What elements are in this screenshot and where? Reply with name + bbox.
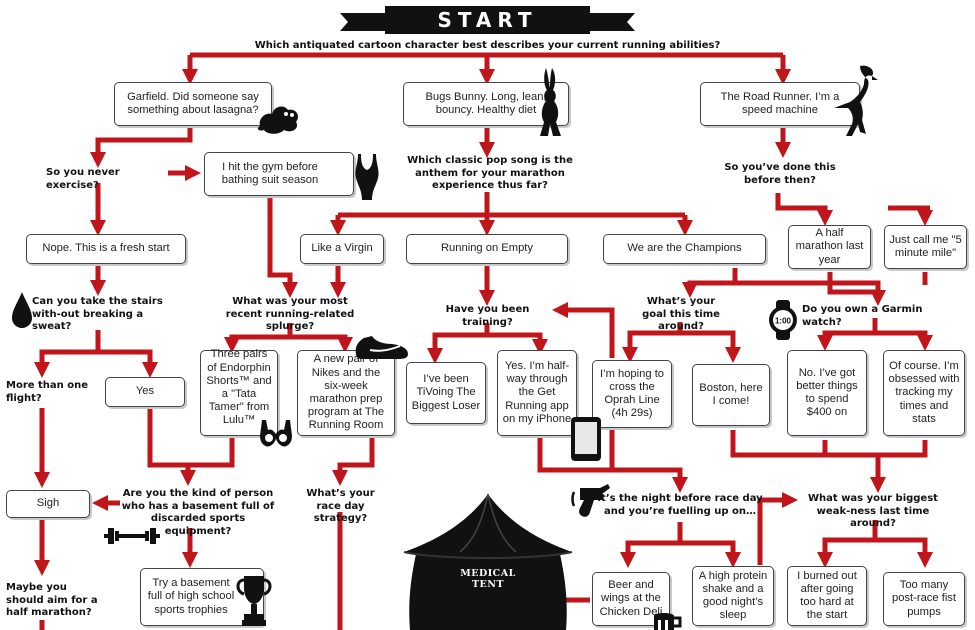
garfield-icon	[257, 106, 299, 134]
answer-half-marathon-last-year: A half marathon last year	[788, 225, 871, 269]
question-half-marathon: Maybe you should aim for a half marathon…	[6, 582, 98, 618]
question-more-than-one-flight: More than one flight?	[6, 380, 89, 404]
question-basement: Are you the kind of person who has a bas…	[121, 488, 275, 537]
bra-icon	[260, 420, 292, 447]
answer-halfway: Yes. I’m half-way through the Get Runnin…	[497, 350, 577, 436]
question-splurge: What was your most recent running-relate…	[225, 296, 355, 332]
start-banner: START	[385, 6, 590, 34]
answer-we-are-the-champions: We are the Champions	[603, 234, 766, 264]
answer-bugs-bunny: Bugs Bunny. Long, lean, bouncy. Healthy …	[403, 82, 569, 126]
answer-five-minute-mile: Just call me "5 minute mile"	[884, 225, 967, 269]
question-night-before: It’s the night before race day and you’r…	[597, 493, 763, 517]
question-done-before: So you’ve done this before then?	[724, 162, 836, 186]
fuel-nozzle-icon	[571, 484, 610, 517]
answer-gym: I hit the gym before bathing suit season	[204, 152, 354, 196]
smartphone-icon	[571, 417, 601, 461]
answer-road-runner: The Road Runner. I’m a speed machine	[700, 82, 860, 126]
swimsuit-icon	[355, 154, 379, 200]
bugs-bunny-icon	[540, 68, 561, 136]
answer-running-on-empty: Running on Empty	[406, 234, 568, 264]
question-garmin: Do you own a Garmin watch?	[802, 304, 923, 328]
road-runner-icon	[834, 65, 878, 136]
question-stairs: Can you take the stairs with-out breakin…	[32, 296, 163, 332]
question-goal: What’s your goal this time around?	[642, 296, 720, 332]
dumbbell-icon	[104, 528, 160, 544]
question-weakness: What was your biggest weak-ness last tim…	[808, 493, 938, 529]
medical-tent-icon	[403, 493, 573, 630]
answer-sigh: Sigh	[6, 490, 90, 518]
question-cartoon-character: Which antiquated cartoon character best …	[254, 40, 721, 51]
answer-tivo: I’ve been TiVoing The Biggest Loser	[406, 362, 486, 424]
beer-mug-icon	[654, 613, 682, 630]
answer-nikes: A new pair of Nikes and the six-week mar…	[297, 350, 395, 436]
banner-right-wing	[575, 13, 635, 31]
water-drop-icon	[12, 292, 32, 328]
watch-face-readout: 1:00	[775, 317, 792, 326]
answer-yes: Yes	[105, 377, 185, 407]
trophy-icon	[236, 576, 272, 626]
answer-burned-out: I burned out after going too hard at the…	[787, 566, 867, 626]
answer-trophies: Try a basement full of high school sport…	[140, 568, 264, 626]
answer-protein-shake: A high protein shake and a good night’s …	[692, 566, 774, 626]
answer-fist-pumps: Too many post-race fist pumps	[883, 572, 965, 626]
answer-garfield: Garfield. Did someone say something abou…	[114, 82, 272, 126]
question-race-day: What’s your race day strategy?	[306, 488, 375, 524]
sneaker-icon	[355, 336, 408, 359]
answer-oprah-line: I’m hoping to cross the Oprah Line (4h 2…	[592, 360, 672, 428]
medical-tent-label: MEDICAL TENT	[460, 568, 516, 590]
answer-of-course: Of course. I’m obsessed with tracking my…	[883, 350, 965, 436]
answer-no-garmin: No. I’ve got better things to spend $400…	[787, 350, 867, 436]
question-pop-song: Which classic pop song is the anthem for…	[407, 155, 573, 191]
answer-like-a-virgin: Like a Virgin	[300, 234, 384, 264]
garmin-watch-icon: 1:00	[769, 300, 797, 340]
answer-boston: Boston, here I come!	[692, 364, 770, 426]
answer-fresh-start: Nope. This is a fresh start	[26, 234, 186, 264]
question-training: Have you been training?	[445, 304, 530, 328]
question-never-exercise: So you never exercise?	[46, 167, 120, 191]
